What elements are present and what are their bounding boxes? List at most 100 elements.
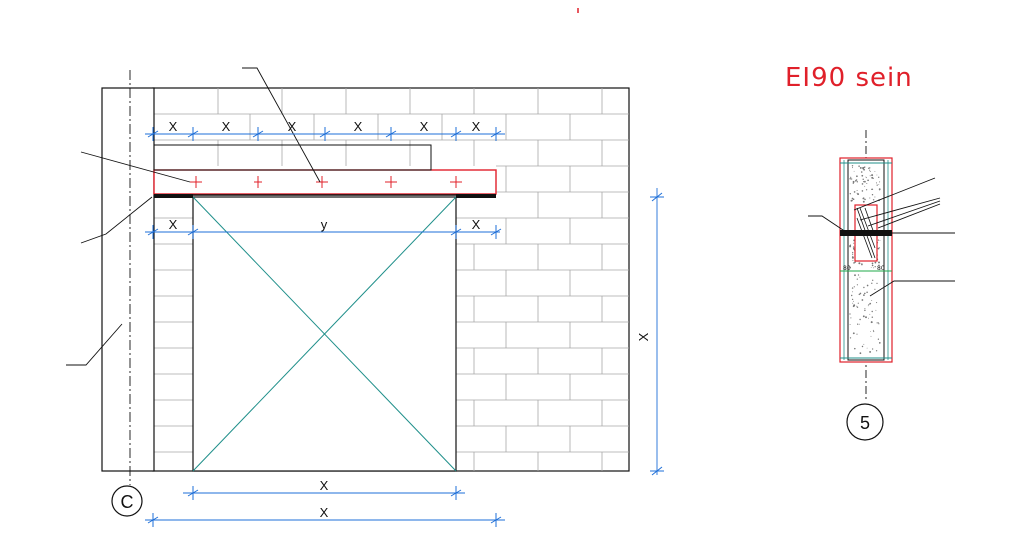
dim-mid-left: X (169, 217, 178, 232)
concrete-speck (852, 253, 854, 255)
concrete-speck (859, 352, 862, 355)
concrete-speck (879, 181, 881, 183)
concrete-speck (858, 165, 860, 167)
concrete-speck (878, 184, 880, 185)
detail-number: 5 (860, 413, 870, 433)
concrete-speck (856, 306, 859, 308)
concrete-speck (852, 182, 854, 184)
concrete-speck (863, 294, 865, 296)
concrete-speck (856, 284, 859, 286)
concrete-speck (874, 288, 876, 290)
concrete-speck (858, 293, 861, 296)
concrete-speck (862, 178, 864, 181)
concrete-speck (866, 347, 868, 349)
concrete-speck (877, 247, 880, 250)
concrete-speck (852, 291, 854, 293)
concrete-speck (852, 248, 855, 250)
section-leader-lines (808, 177, 955, 297)
section-label-left: 80 (843, 265, 851, 272)
concrete-speck (876, 282, 878, 285)
concrete-speck (876, 174, 878, 176)
concrete-speck (853, 262, 855, 264)
column (101, 70, 155, 485)
concrete-speck (856, 278, 858, 280)
concrete-speck (851, 294, 853, 297)
drawing-title: EI90 sein (785, 63, 913, 93)
concrete-speck (861, 190, 864, 192)
concrete-speck (871, 264, 874, 267)
concrete-speck (861, 345, 864, 348)
concrete-speck (856, 305, 858, 307)
dim-top-1: X (169, 119, 178, 134)
concrete-speck (849, 177, 851, 180)
concrete-speck (853, 242, 855, 244)
concrete-speck (872, 279, 874, 281)
concrete-speck (874, 261, 877, 264)
lintel (153, 169, 497, 198)
concrete-speck (869, 197, 871, 199)
concrete-speck (871, 188, 874, 191)
concrete-speck (878, 261, 880, 264)
dim-mid-center: y (321, 217, 328, 232)
concrete-speck (869, 170, 871, 172)
concrete-speck (875, 309, 877, 311)
concrete-speck (865, 316, 867, 319)
concrete-speck (859, 318, 861, 321)
wall-section-detail: 80 80 (808, 130, 955, 400)
concrete-speck (852, 246, 855, 248)
concrete-speck (876, 322, 878, 324)
concrete-speck (859, 276, 861, 278)
concrete-speck (861, 263, 863, 266)
concrete-speck (872, 329, 874, 331)
concrete-speck (849, 193, 851, 195)
anchor-marks (190, 176, 462, 188)
concrete-speck (878, 188, 881, 191)
concrete-speck (863, 168, 865, 171)
concrete-speck (874, 170, 876, 172)
concrete-speck (863, 166, 866, 169)
dimension-ticks (147, 127, 664, 527)
concrete-speck (861, 183, 864, 185)
dim-bottom-outer: X (320, 505, 329, 520)
concrete-speck (869, 169, 871, 171)
concrete-speck (864, 292, 866, 295)
concrete-speck (878, 176, 880, 178)
concrete-speck (866, 182, 868, 185)
concrete-speck (871, 316, 874, 318)
concrete-speck (864, 180, 866, 183)
concrete-speck (852, 302, 854, 304)
dim-top-2: X (222, 119, 231, 134)
concrete-speck (852, 251, 854, 254)
concrete-speck (877, 338, 880, 340)
concrete-speck (871, 176, 874, 179)
concrete-speck (878, 323, 880, 325)
concrete-speck (862, 315, 865, 318)
concrete-speck (867, 317, 869, 319)
concrete-speck (869, 331, 871, 333)
concrete-speck (862, 166, 865, 169)
concrete-speck (849, 266, 851, 269)
concrete-speck (868, 167, 870, 169)
concrete-speck (851, 165, 854, 167)
dim-top-4: X (354, 119, 363, 134)
concrete-speck (872, 199, 875, 201)
dim-top-5: X (420, 119, 429, 134)
concrete-speck (864, 185, 866, 187)
concrete-speck (859, 166, 862, 169)
dim-top-6: X (472, 119, 481, 134)
concrete-speck (849, 324, 851, 326)
concrete-speck (869, 167, 871, 169)
concrete-speck (857, 323, 859, 325)
concrete-speck (852, 180, 855, 183)
concrete-speck (849, 313, 851, 315)
concrete-speck (871, 174, 874, 177)
axis-label-c: C (121, 492, 134, 512)
concrete-speck (874, 196, 876, 198)
concrete-speck (878, 264, 880, 266)
concrete-speck (849, 245, 852, 248)
concrete-speck (852, 260, 854, 261)
concrete-speck (874, 266, 876, 268)
concrete-speck (851, 287, 854, 289)
masonry-course-above-lintel (153, 144, 432, 171)
concrete-speck (876, 184, 878, 186)
